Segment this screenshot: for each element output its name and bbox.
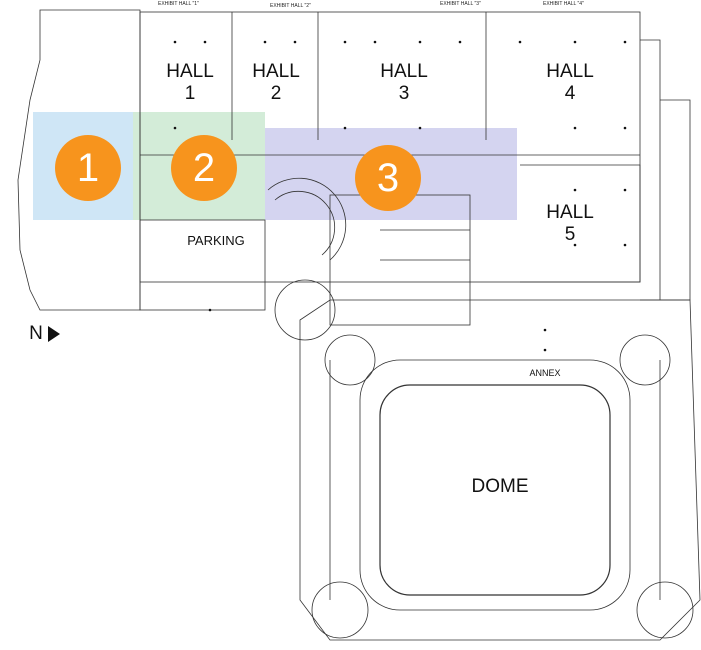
exhibit-hall-4-label: EXHIBIT HALL "4" (543, 1, 584, 7)
location-marker-2[interactable]: 2 (171, 135, 237, 201)
location-marker-1[interactable]: 1 (55, 135, 121, 201)
hall-name: HALL (546, 61, 594, 82)
exhibit-hall-1-label: EXHIBIT HALL "1" (158, 1, 199, 7)
location-marker-3[interactable]: 3 (355, 145, 421, 211)
hall-number: 4 (564, 83, 576, 104)
annex-label: ANNEX (529, 368, 561, 378)
exhibit-hall-2-label: EXHIBIT HALL "2" (270, 3, 311, 9)
north-arrow-icon (48, 326, 60, 342)
dome-label: DOME (471, 476, 529, 497)
hall-number: 1 (184, 83, 196, 104)
hall-number: 2 (270, 83, 282, 104)
hall-name: HALL (546, 202, 594, 223)
hall-number: 3 (398, 83, 410, 104)
hall-name: HALL (252, 61, 300, 82)
exhibit-hall-3-label: EXHIBIT HALL "3" (440, 1, 481, 7)
hall-name: HALL (380, 61, 428, 82)
parking-label: PARKING (187, 233, 245, 248)
north-label: N (29, 323, 43, 344)
hall-name: HALL (166, 61, 214, 82)
hall-number: 5 (564, 224, 576, 245)
